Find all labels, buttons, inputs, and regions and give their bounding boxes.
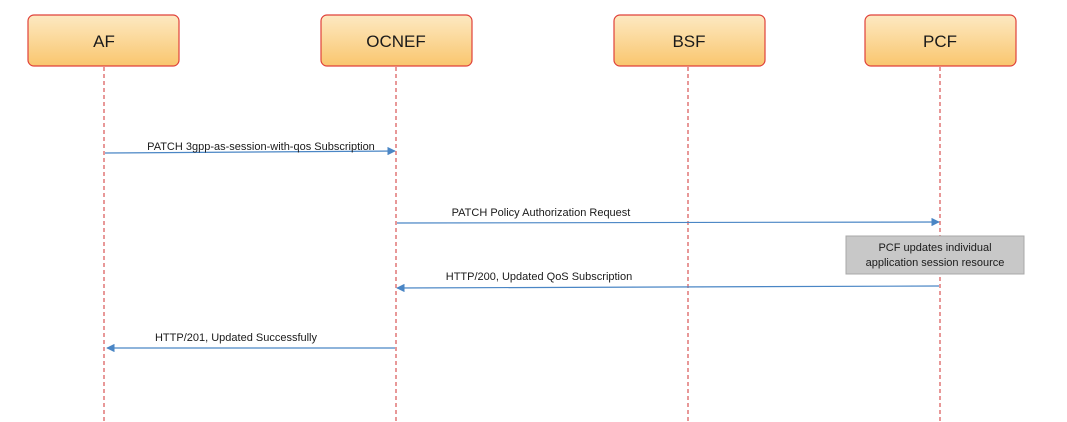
actor-af: AF	[27, 14, 180, 67]
actor-ocnef: OCNEF	[320, 14, 473, 67]
message-2-arrow	[396, 217, 940, 227]
message-3-arrow	[396, 283, 940, 293]
actor-bsf: BSF	[613, 14, 766, 67]
pcf-note-line-1: PCF updates individual	[878, 242, 991, 254]
message-3: HTTP/200, Updated QoS Subscription	[396, 271, 940, 293]
pcf-note: PCF updates individual application sessi…	[845, 235, 1025, 275]
lifelines	[103, 67, 941, 422]
message-4-label: HTTP/201, Updated Successfully	[155, 332, 318, 344]
pcf-note-line-2: application session resource	[866, 257, 1005, 269]
message-1-label: PATCH 3gpp-as-session-with-qos Subscript…	[147, 141, 375, 153]
actor-pcf-label: PCF	[923, 32, 957, 51]
message-2-label: PATCH Policy Authorization Request	[452, 207, 631, 219]
message-4: HTTP/201, Updated Successfully	[106, 332, 395, 353]
actor-pcf: PCF	[864, 14, 1017, 67]
actor-af-label: AF	[93, 32, 115, 51]
message-1-arrow	[104, 146, 396, 156]
message-1: PATCH 3gpp-as-session-with-qos Subscript…	[104, 141, 396, 156]
message-2: PATCH Policy Authorization Request	[396, 207, 940, 227]
actor-bsf-label: BSF	[672, 32, 705, 51]
actor-ocnef-label: OCNEF	[366, 32, 426, 51]
pcf-note-box	[845, 235, 1025, 275]
message-3-label: HTTP/200, Updated QoS Subscription	[446, 271, 632, 283]
